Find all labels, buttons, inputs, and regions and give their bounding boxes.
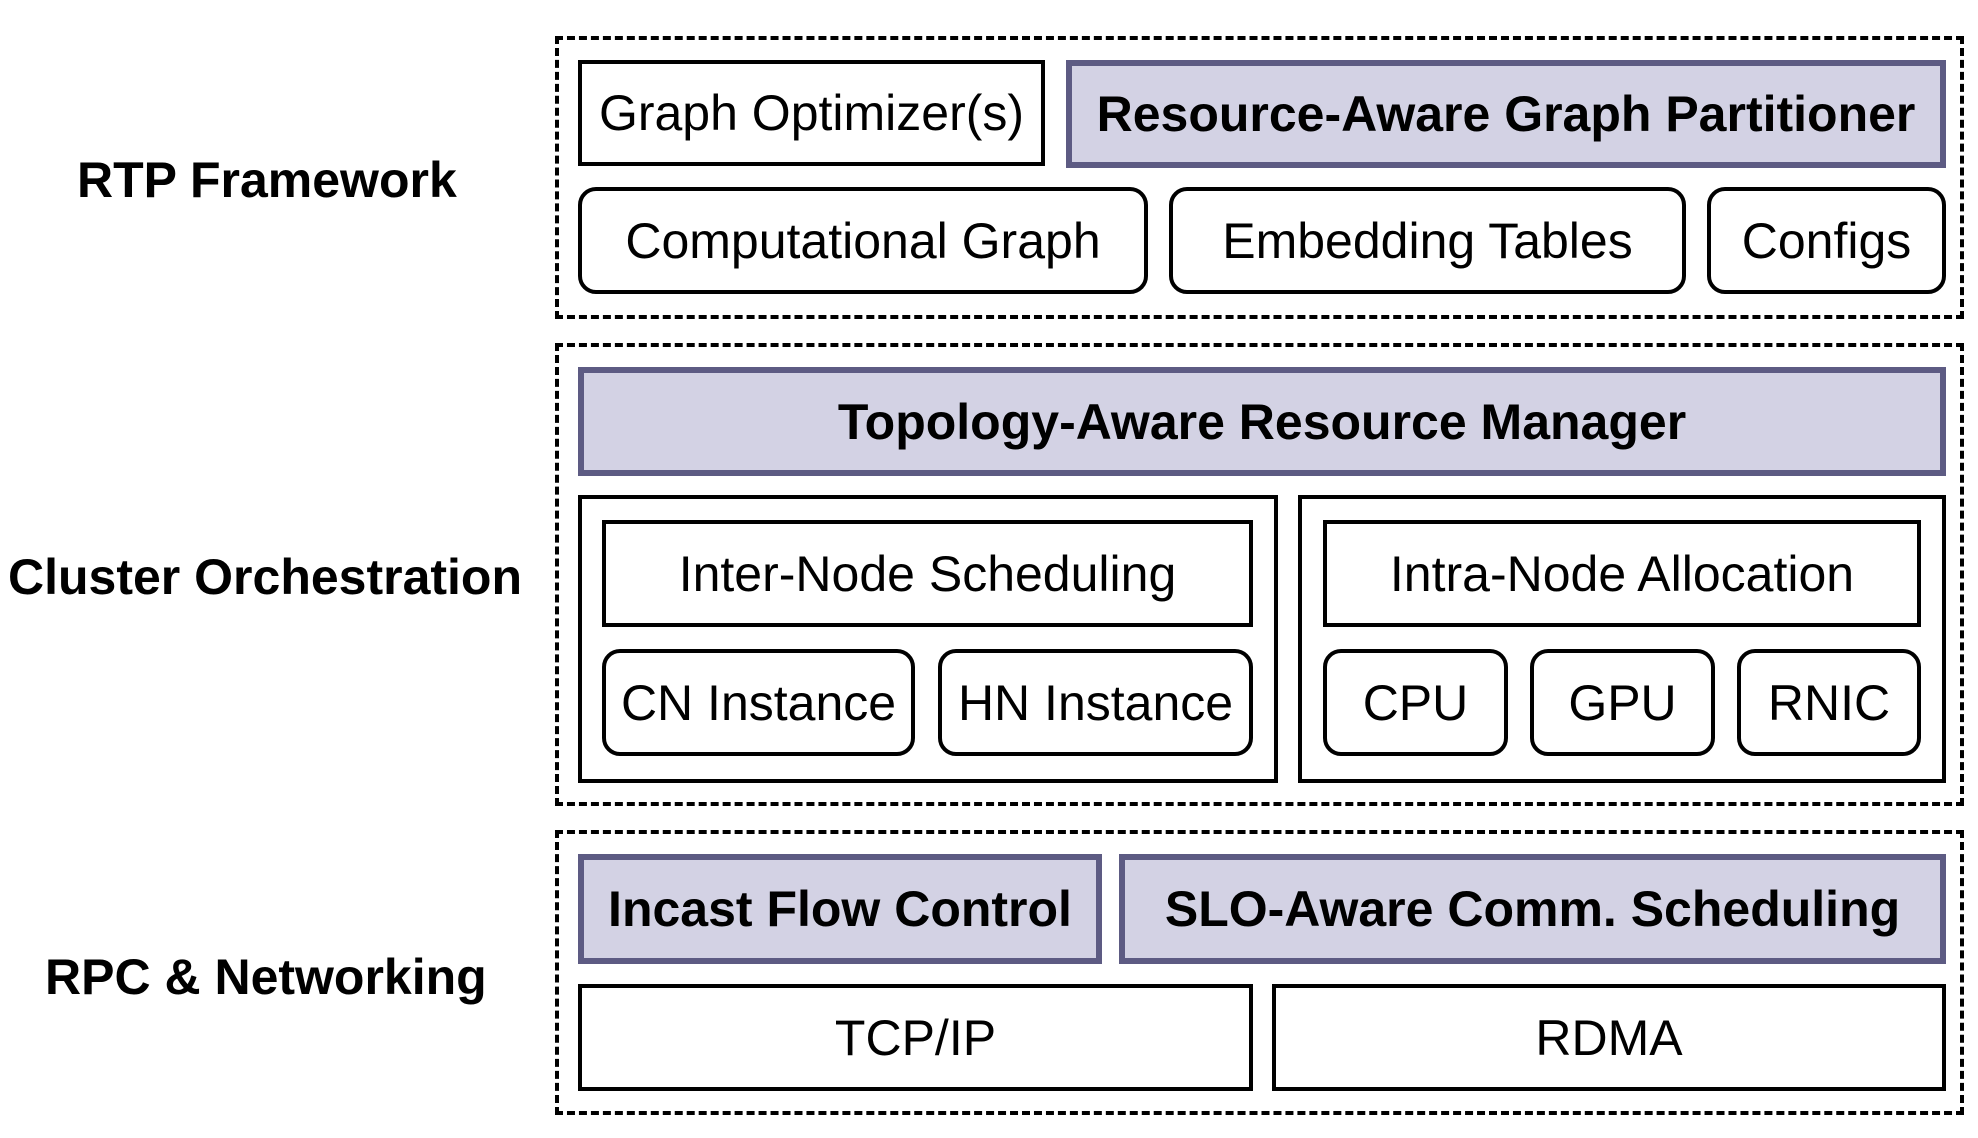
inter-node-scheduling-box: Inter-Node Scheduling xyxy=(602,520,1253,627)
graph-optimizers-box: Graph Optimizer(s) xyxy=(578,60,1045,166)
cluster-orchestration-layer xyxy=(555,343,1964,806)
layer-label-cluster-orchestration: Cluster Orchestration xyxy=(8,549,523,605)
intra-node-allocation-box: Intra-Node Allocation xyxy=(1323,520,1921,627)
graph-partitioner-box: Resource-Aware Graph Partitioner xyxy=(1066,60,1946,168)
rtp-framework-layer xyxy=(555,36,1964,319)
slo-comm-scheduling-box: SLO-Aware Comm. Scheduling xyxy=(1119,854,1946,964)
layer-label-rtp-framework: RTP Framework xyxy=(77,152,457,208)
cn-instance-box: CN Instance xyxy=(602,649,915,756)
hn-instance-box: HN Instance xyxy=(938,649,1253,756)
rdma-box: RDMA xyxy=(1272,984,1946,1091)
configs-box: Configs xyxy=(1707,187,1946,294)
layer-label-rpc-networking: RPC & Networking xyxy=(45,949,487,1005)
computational-graph-box: Computational Graph xyxy=(578,187,1148,294)
embedding-tables-box: Embedding Tables xyxy=(1169,187,1686,294)
rpc-networking-layer xyxy=(555,830,1964,1115)
gpu-box: GPU xyxy=(1530,649,1715,756)
resource-manager-box: Topology-Aware Resource Manager xyxy=(578,367,1946,476)
rnic-box: RNIC xyxy=(1737,649,1921,756)
cpu-box: CPU xyxy=(1323,649,1508,756)
incast-flow-control-box: Incast Flow Control xyxy=(578,854,1102,964)
tcpip-box: TCP/IP xyxy=(578,984,1253,1091)
